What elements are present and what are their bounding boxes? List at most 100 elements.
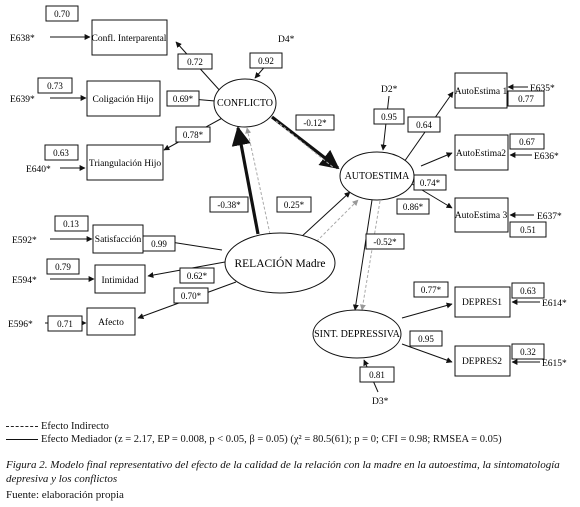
coef-e640: 0.63 [44,144,79,161]
svg-text:0.95: 0.95 [381,112,397,122]
legend-indirect: Efecto Indirecto [6,421,109,432]
indicator-autoestima-1: AutoEstima 1 [454,72,508,109]
error-e615: E615* [542,359,567,369]
svg-text:Afecto: Afecto [98,317,124,328]
svg-text:0.99: 0.99 [151,239,167,249]
path-relacion-autoestima [299,191,351,239]
svg-text:AutoEstima 3: AutoEstima 3 [455,211,508,221]
svg-text:0.70*: 0.70* [181,291,202,301]
coef-e639: 0.73 [37,77,73,94]
indicator-intimidad: Intimidad [94,264,146,294]
coef-loading-ae3: 0.86* [396,198,430,215]
indicator-satisfaccion: Satisfacción [92,224,144,254]
coef-d2: 0.95 [373,108,405,125]
svg-text:0.71: 0.71 [57,319,73,329]
indicator-afecto: Afecto [86,307,136,336]
path-sint-dep2 [401,343,453,363]
latent-variables: CONFLICTO AUTOESTIMA RELACIÓN Madre SINT… [213,78,415,359]
error-labels: E638* E639* E640* E592* E594* E596* E635… [8,34,567,407]
svg-text:RELACIÓN Madre: RELACIÓN Madre [234,256,325,270]
svg-text:0.77: 0.77 [518,94,534,104]
disturbance-d4: D4* [278,35,295,45]
indicator-autoestima-3: AutoEstima 3 [454,197,509,233]
coef-loading-confl: 0.72 [177,53,213,70]
svg-text:0.51: 0.51 [520,225,536,235]
svg-text:0.79: 0.79 [55,262,71,272]
svg-text:0.73: 0.73 [47,81,63,91]
path-conflicto-autoestima-indirect [275,120,335,169]
error-e592: E592* [12,236,37,246]
figure-caption: Figura 2. Modelo final representativo de… [6,459,560,485]
coef-e594: 0.79 [46,258,80,275]
error-e637: E637* [537,212,562,222]
svg-text:0.63: 0.63 [520,286,536,296]
error-e596: E596* [8,320,33,330]
svg-text:Intimidad: Intimidad [102,276,139,286]
svg-text:-0.38*: -0.38* [217,200,241,210]
indicator-confl-interparental: Confl. Interparental [91,19,168,56]
svg-text:AutoEstima 1: AutoEstima 1 [455,87,508,97]
path-autoestima-sint [352,199,373,311]
coef-d3: 0.81 [359,366,395,383]
svg-text:CONFLICTO: CONFLICTO [217,98,273,109]
legend-mediator: Efecto Mediador (z = 2.17, EP = 0.008, p… [6,434,502,445]
svg-text:0.74*: 0.74* [420,178,441,188]
svg-text:0.77*: 0.77* [421,285,442,295]
coef-loading-triang: 0.78* [175,126,211,143]
path-conflicto-autoestima [271,115,340,170]
coefficient-boxes: 0.70 0.72 0.92 0.73 0.69* 0.78* 0.63 -0.… [37,5,547,383]
indicator-depres1: DEPRES1 [454,286,511,318]
indicator-coligacion-hijo: Coligación Hijo [86,80,161,117]
indicator-autoestima-2: AutoEstima2 [454,134,509,171]
svg-text:0.64: 0.64 [416,120,432,130]
path-autoestima-ae2 [420,152,453,167]
legend-solid-line [6,439,38,441]
coef-relacion-autoestima: 0.25* [276,196,312,213]
latent-conflicto: CONFLICTO [213,78,277,128]
coef-conflicto-autoestima: -0.12* [295,114,335,131]
error-e639: E639* [10,95,35,105]
coef-e596: 0.71 [47,315,83,332]
svg-text:AUTOESTIMA: AUTOESTIMA [345,171,411,182]
svg-text:Triangulación Hijo: Triangulación Hijo [89,159,161,169]
svg-text:DEPRES1: DEPRES1 [462,298,502,308]
svg-text:-0.52*: -0.52* [373,237,397,247]
error-e638: E638* [10,34,35,44]
disturbance-d3: D3* [372,397,389,407]
svg-text:Coligación Hijo: Coligación Hijo [93,95,154,105]
svg-text:0.78*: 0.78* [183,130,204,140]
svg-text:0.95: 0.95 [418,334,434,344]
path-relacion-conflicto-indirect [245,127,271,235]
coef-e638: 0.70 [45,5,79,22]
latent-autoestima: AUTOESTIMA [339,151,415,201]
coef-e635: 0.77 [507,90,545,107]
svg-text:0.63: 0.63 [53,148,69,158]
svg-text:0.92: 0.92 [258,56,274,66]
coef-autoestima-sint: -0.52* [365,233,405,250]
coef-loading-colig: 0.69* [166,90,200,107]
svg-text:AutoEstima2: AutoEstima2 [456,149,506,159]
svg-text:DEPRES2: DEPRES2 [462,357,502,367]
path-sint-dep1 [401,302,453,319]
error-e614: E614* [542,299,567,309]
indicator-triangulacion-hijo: Triangulación Hijo [86,144,164,181]
path-relacion-autoestima-indirect [312,199,359,246]
svg-text:Satisfacción: Satisfacción [95,234,142,245]
coef-loading-satisf: 0.99 [142,235,176,252]
figure-source: Fuente: elaboración propia [6,489,124,501]
legend-dashed-line [6,426,38,428]
coef-loading-intim: 0.62* [179,267,215,284]
svg-text:0.25*: 0.25* [284,200,305,210]
svg-text:0.69*: 0.69* [173,94,194,104]
coef-loading-ae1: 0.64 [407,116,441,133]
error-e636: E636* [534,152,559,162]
svg-text:0.13: 0.13 [63,219,79,229]
svg-text:0.32: 0.32 [520,347,536,357]
coef-loading-dep2: 0.95 [409,330,443,347]
latent-sint-depresiva: SINT. DEPRESSIVA [312,309,402,359]
coef-e636: 0.67 [509,133,545,150]
disturbance-d2: D2* [381,85,398,95]
coef-loading-ae2: 0.74* [413,174,447,191]
sem-path-diagram: CONFLICTO AUTOESTIMA RELACIÓN Madre SINT… [8,5,567,407]
svg-text:0.67: 0.67 [519,137,535,147]
